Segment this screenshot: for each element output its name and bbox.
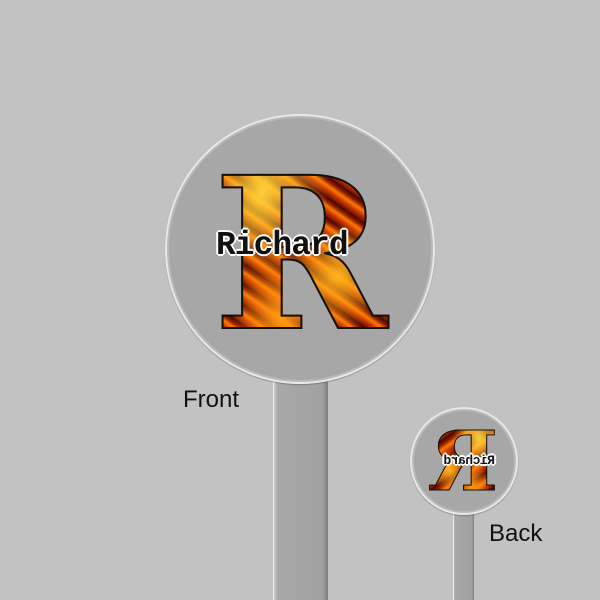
back-name-text: Richard	[443, 453, 495, 468]
front-pick-stem	[273, 360, 328, 600]
back-mirrored-design: R Richard	[410, 407, 518, 515]
front-label: Front	[183, 386, 240, 413]
back-label: Back	[489, 520, 543, 547]
back-pick-stem	[453, 505, 474, 600]
front-name-text: Richard	[216, 227, 349, 264]
front-monogram-letter: R	[205, 149, 395, 361]
